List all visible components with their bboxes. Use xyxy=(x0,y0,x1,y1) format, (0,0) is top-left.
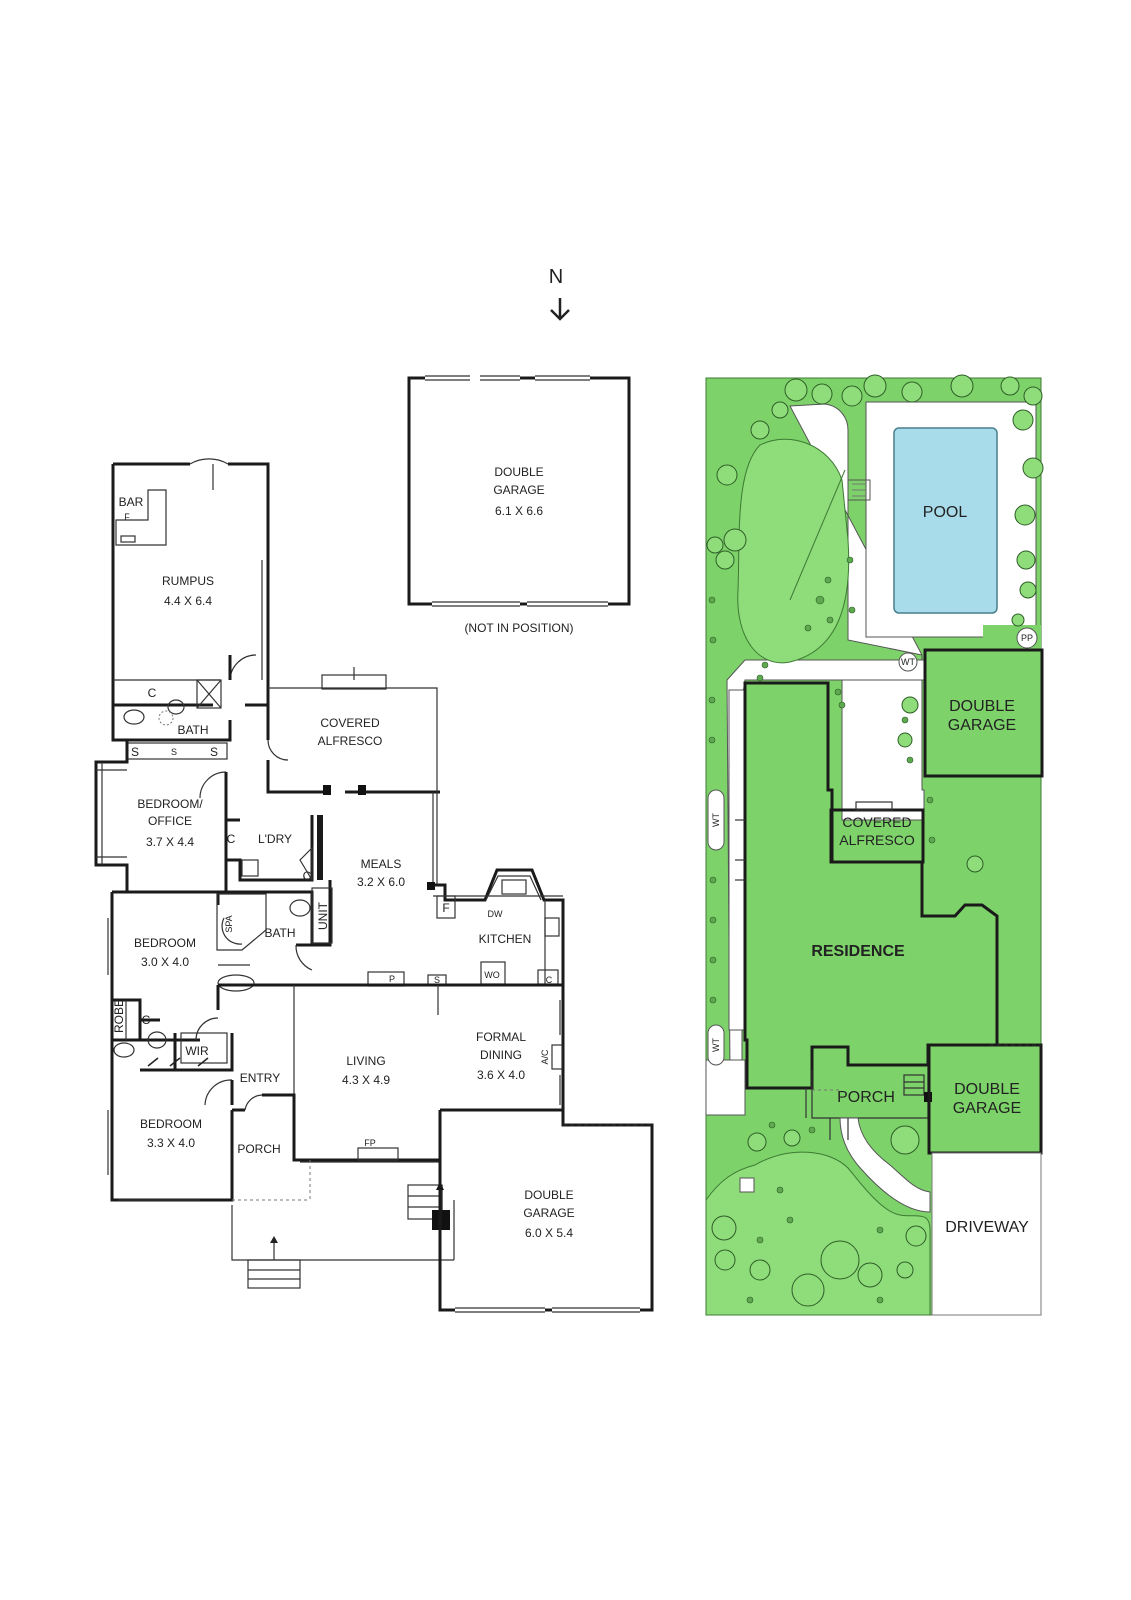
bedroom-office-name-2: OFFICE xyxy=(148,814,192,828)
detached-garage-note: (NOT IN POSITION) xyxy=(464,621,573,635)
shower-3-label: S xyxy=(210,745,218,759)
front-garage-name-2: GARAGE xyxy=(953,1100,1021,1117)
ac-label: A/C xyxy=(540,1049,550,1065)
bath-upper-label: BATH xyxy=(177,723,208,737)
kitchen-fridge-label: F xyxy=(442,901,449,915)
bedroom-3-name: BEDROOM xyxy=(140,1117,202,1131)
spa-label: SPA xyxy=(224,915,234,932)
water-tank-label-2: WT xyxy=(711,813,721,827)
kitchen-shower-label: S xyxy=(434,975,440,985)
floor-plan-labels: BAR F RUMPUS 4.4 X 6.4 C BATH S S S BEDR… xyxy=(112,495,575,1240)
pool-label: POOL xyxy=(923,504,968,521)
site-plan-labels: POOL PP WT WT WT DOUBLE GARAGE COVERED A… xyxy=(711,504,1033,1236)
formal-dining-name-2: DINING xyxy=(480,1048,522,1062)
site-alfresco-label-2: ALFRESCO xyxy=(839,832,915,848)
kitchen-label: KITCHEN xyxy=(479,932,532,946)
front-garage-name-1: DOUBLE xyxy=(954,1081,1020,1098)
robe-cupboard-label: C xyxy=(142,1013,151,1027)
living-dim: 4.3 X 4.9 xyxy=(342,1073,390,1087)
residence-label: RESIDENCE xyxy=(811,943,905,960)
north-compass: N xyxy=(549,266,570,321)
covered-alfresco-label-2: ALFRESCO xyxy=(318,734,383,748)
site-alfresco-label-1: COVERED xyxy=(842,814,911,830)
detached-garage-dim: 6.1 X 6.6 xyxy=(495,504,543,518)
bedroom-3-dim: 3.3 X 4.0 xyxy=(147,1136,195,1150)
wir-label: WIR xyxy=(185,1044,209,1058)
robe-label: ROBE xyxy=(112,999,126,1033)
laundry-label: L'DRY xyxy=(258,832,292,846)
bedroom-office-name-1: BEDROOM/ xyxy=(137,797,203,811)
dishwasher-label: DW xyxy=(488,909,503,919)
rumpus-dim: 4.4 X 6.4 xyxy=(164,594,212,608)
shower-1-label: S xyxy=(131,745,139,759)
water-tank-label-1: WT xyxy=(901,657,915,667)
bath-lower-label: BATH xyxy=(264,926,295,940)
trees xyxy=(706,374,1044,1307)
bar-fridge-label: F xyxy=(124,512,130,522)
shower-2-label: S xyxy=(171,747,177,757)
compass-label: N xyxy=(549,266,563,288)
rumpus-name: RUMPUS xyxy=(162,574,214,588)
meals-name: MEALS xyxy=(361,857,402,871)
rear-garage-name-2: GARAGE xyxy=(948,717,1016,734)
rumpus-cupboard-label: C xyxy=(148,686,157,700)
detached-garage-name-2: GARAGE xyxy=(493,483,544,497)
garage-dim: 6.0 X 5.4 xyxy=(525,1226,573,1240)
compass-arrow-icon xyxy=(550,298,570,321)
covered-alfresco-label-1: COVERED xyxy=(320,716,380,730)
site-plan xyxy=(705,374,1044,1316)
formal-dining-dim: 3.6 X 4.0 xyxy=(477,1068,525,1082)
wall-oven-label: WO xyxy=(484,970,500,980)
garage-name-1: DOUBLE xyxy=(524,1188,573,1202)
bedroom-2-dim: 3.0 X 4.0 xyxy=(141,955,189,969)
bedroom-2-name: BEDROOM xyxy=(134,936,196,950)
garage-name-2: GARAGE xyxy=(523,1206,574,1220)
detached-garage: DOUBLE GARAGE 6.1 X 6.6 (NOT IN POSITION… xyxy=(407,375,631,635)
detached-garage-name-1: DOUBLE xyxy=(494,465,543,479)
unit-label: UNIT xyxy=(316,901,330,930)
site-porch-label: PORCH xyxy=(837,1089,895,1106)
laundry-cupboard-label: C xyxy=(227,832,236,846)
fireplace-label: FP xyxy=(364,1138,376,1148)
water-tank-label-3: WT xyxy=(711,1038,721,1052)
shrubs xyxy=(708,556,936,1304)
entry-label: ENTRY xyxy=(240,1071,280,1085)
laundry-cupboard-2-label: C xyxy=(303,869,312,883)
pool-pump-label: PP xyxy=(1021,633,1033,643)
living-name: LIVING xyxy=(346,1054,385,1068)
kitchen-cupboard-label: C xyxy=(546,975,553,985)
rear-garage-name-1: DOUBLE xyxy=(949,698,1015,715)
bar-label: BAR xyxy=(119,495,144,509)
pantry-label: P xyxy=(389,974,395,984)
porch-label: PORCH xyxy=(237,1142,280,1156)
floor-plan xyxy=(94,458,654,1313)
formal-dining-name-1: FORMAL xyxy=(476,1030,526,1044)
bedroom-office-dim: 3.7 X 4.4 xyxy=(146,835,194,849)
driveway-label: DRIVEWAY xyxy=(945,1219,1029,1236)
meals-dim: 3.2 X 6.0 xyxy=(357,875,405,889)
